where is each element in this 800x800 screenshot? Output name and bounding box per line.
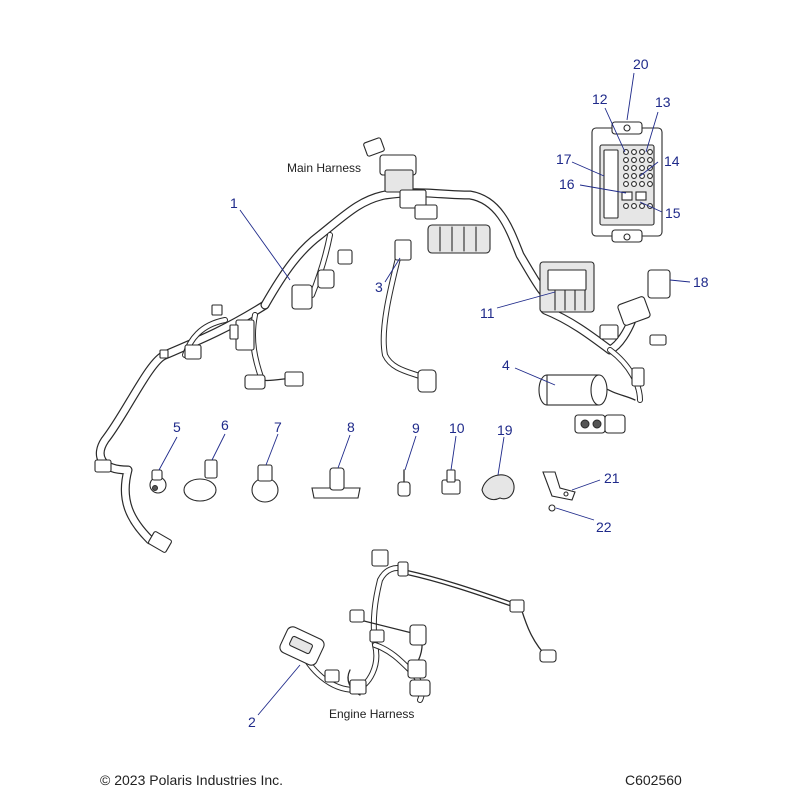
callout-3: 3 [375,279,383,295]
callout-18: 18 [693,274,709,290]
engine-harness-label: Engine Harness [329,707,414,721]
part-10-clip [441,469,461,495]
callout-20: 20 [633,56,649,72]
callout-13: 13 [655,94,671,110]
callout-17: 17 [556,151,572,167]
part-21-bracket [542,471,576,501]
callout-5: 5 [173,419,181,435]
callout-22: 22 [596,519,612,535]
callout-11: 11 [480,305,495,321]
callout-14: 14 [664,153,680,169]
callout-21: 21 [604,470,620,486]
callout-8: 8 [347,419,355,435]
callout-2: 2 [248,714,256,730]
callout-7: 7 [274,419,282,435]
part-8-bracket [311,467,361,499]
callout-19: 19 [497,422,513,438]
part-5-clip [149,469,167,494]
part-22-screw [548,504,556,512]
callout-15: 15 [665,205,681,221]
leader-lines [158,72,691,716]
part-9-pushpin [397,469,411,497]
callout-12: 12 [592,91,608,107]
part-7-clamp [251,464,279,503]
main-harness-drawing [94,137,671,553]
fuse-grid [621,149,653,209]
callout-4: 4 [502,357,510,373]
fuse-box [591,121,663,243]
callout-16: 16 [559,176,575,192]
drawing-id: C602560 [625,772,682,788]
callout-9: 9 [412,420,420,436]
part-19-grommet [481,474,515,501]
callout-10: 10 [449,420,465,436]
part-6-clamp [183,459,218,502]
callout-6: 6 [221,417,229,433]
part-4-filter [538,374,636,434]
engine-harness-drawing [279,549,557,703]
copyright-text: © 2023 Polaris Industries Inc. [100,772,283,788]
callout-1: 1 [230,195,238,211]
main-harness-label: Main Harness [287,161,361,175]
